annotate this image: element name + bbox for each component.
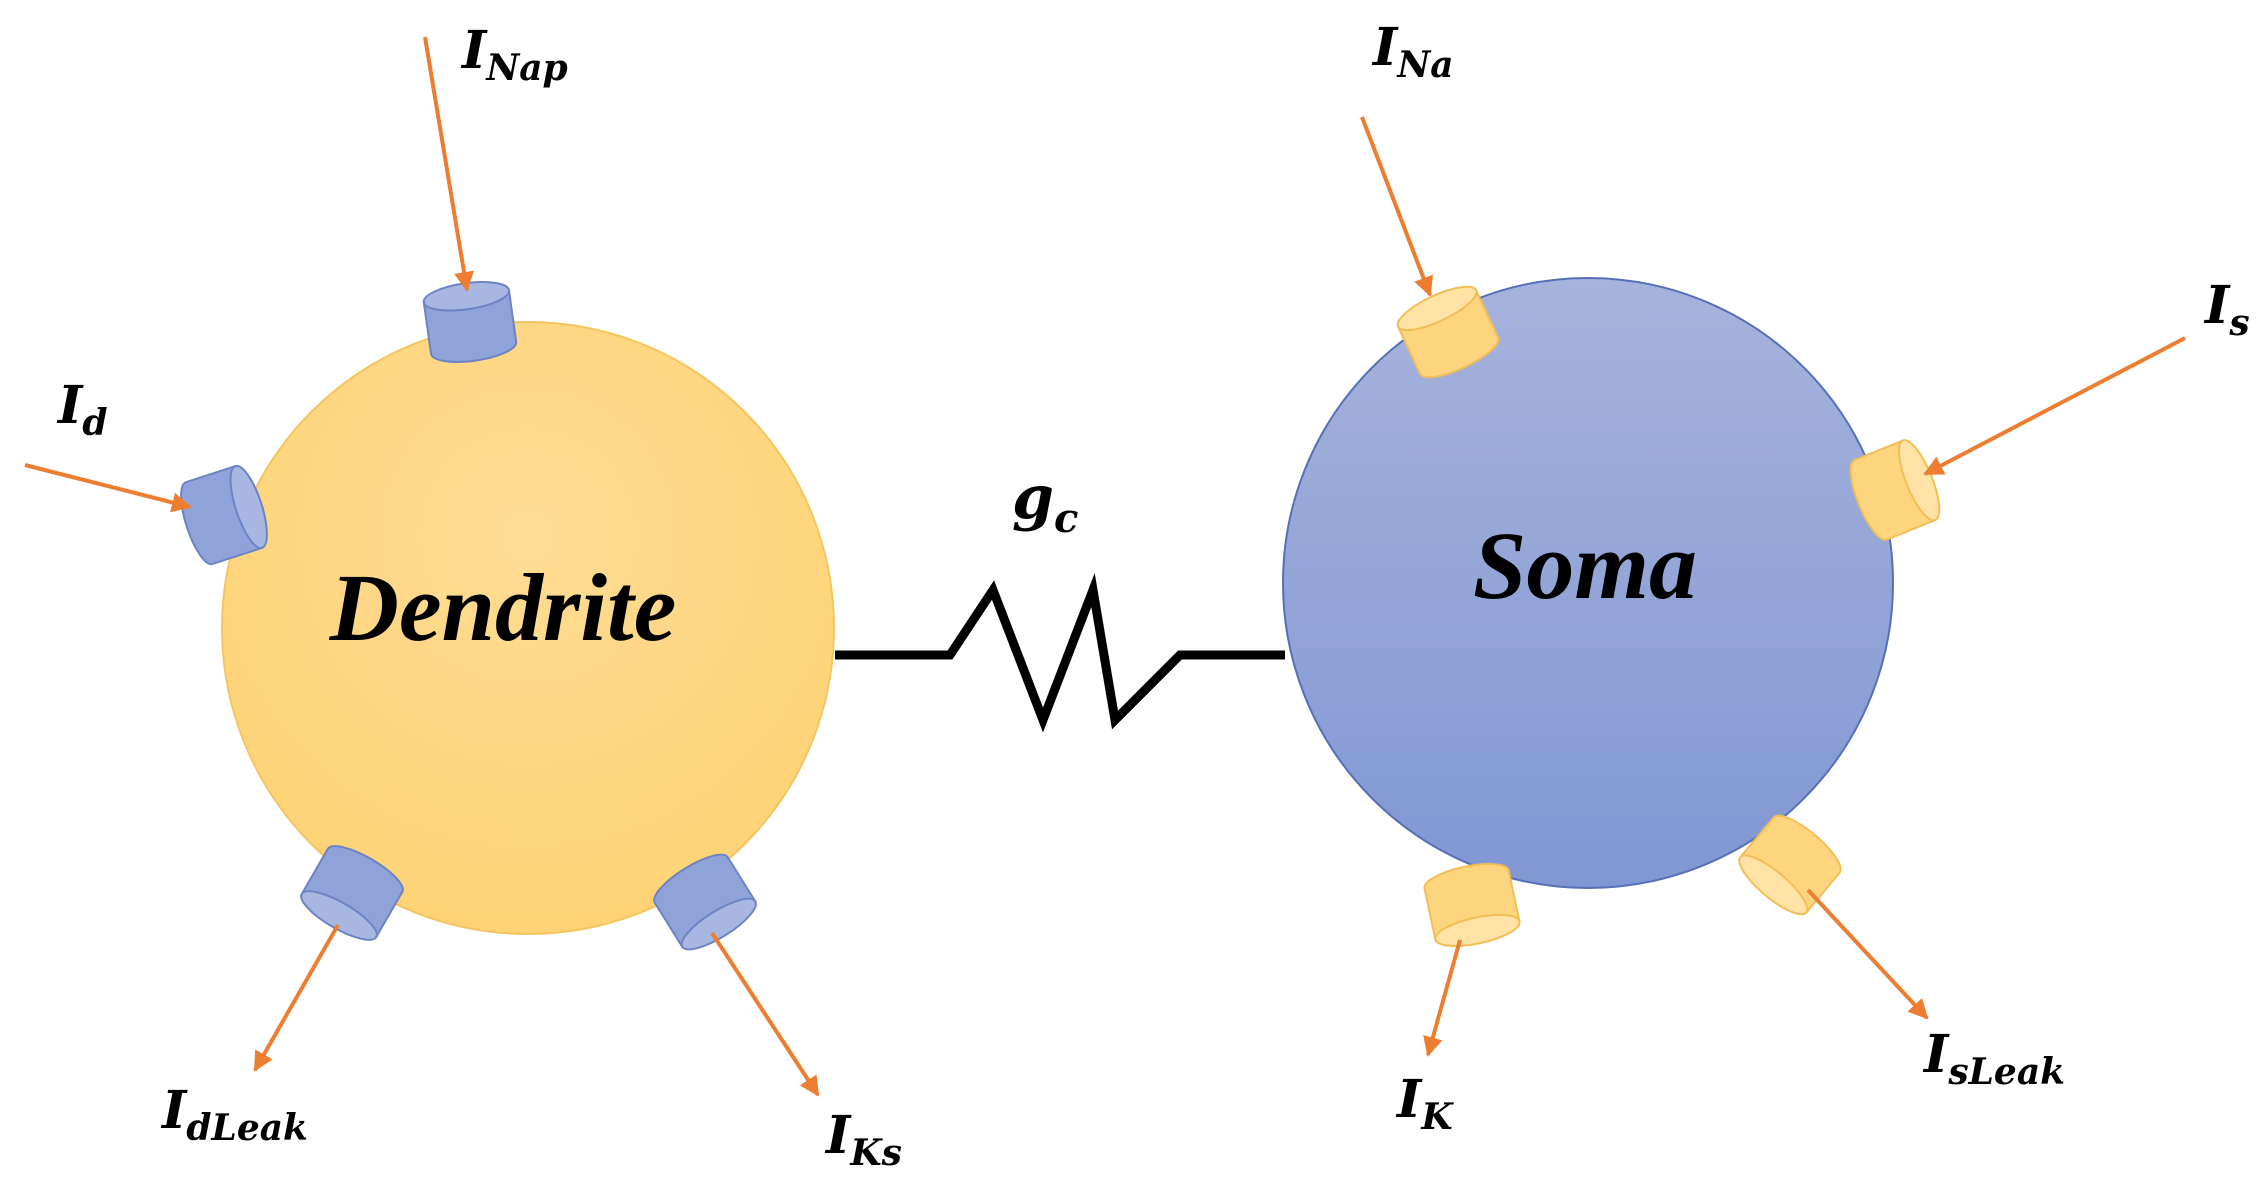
arrow-s [1923,336,2186,476]
label-i-ks: IKs [824,1105,902,1174]
channel-d [180,464,268,566]
label-i-s: Is [2203,275,2250,344]
arrow-sleak [1806,888,1929,1020]
channel-k [1423,863,1521,947]
label-i-dleak: IdLeak [160,1080,308,1149]
arrow-dleak [253,924,340,1072]
dendrite-compartment [221,321,835,935]
arrow-d [24,463,192,513]
arrow-na [1360,116,1433,297]
channel-nap [422,281,518,363]
channel-sleak [1738,814,1842,916]
dendrite-label: Dendrite [329,554,677,661]
channel-s [1849,439,1941,541]
soma-label: Soma [1473,512,1697,619]
channel-ks [653,853,757,951]
label-i-sleak: IsLeak [1922,1024,2065,1093]
coupling-resistor [835,573,1285,733]
coupling-label: gc [1012,463,1078,542]
soma-compartment [1282,277,1894,889]
channel-dleak [300,845,404,941]
arrow-nap [423,36,474,292]
label-i-d: Id [56,375,108,444]
label-i-nap: INap [460,20,568,89]
channel-na [1396,285,1500,379]
arrow-ks [710,931,820,1097]
label-i-na: INa [1371,17,1454,86]
current-arrows [24,36,2186,1097]
label-i-k: IK [1395,1069,1454,1138]
arrow-k [1423,939,1462,1057]
